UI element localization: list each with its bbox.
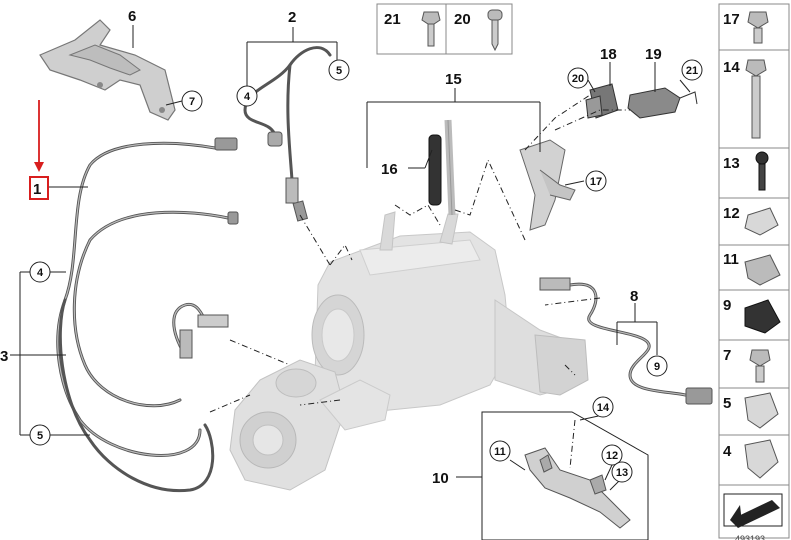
callout-5-top: 5 <box>336 65 342 77</box>
leader-lines <box>10 25 691 478</box>
diesel-particulate-filter <box>311 211 589 413</box>
side-label-17: 17 <box>723 11 740 28</box>
callout-18: 18 <box>600 46 617 63</box>
side-label-14: 14 <box>723 59 740 76</box>
side-panel <box>718 3 790 539</box>
callout-4-left: 4 <box>37 267 44 279</box>
fastener-box <box>376 3 513 55</box>
turbo-sensor-pipe <box>172 302 229 359</box>
callout-5-left: 5 <box>37 430 43 442</box>
wiring-harness-1 <box>56 137 239 493</box>
side-label-9: 9 <box>723 297 731 314</box>
pressure-sensor-18 <box>585 83 619 119</box>
callout-12: 12 <box>606 450 618 462</box>
turbocharger <box>229 359 391 491</box>
side-label-13: 13 <box>723 155 740 172</box>
top-box-label-21: 21 <box>384 11 401 28</box>
callout-2: 2 <box>288 9 296 26</box>
hose-16 <box>428 119 456 216</box>
top-box-label-20: 20 <box>454 11 471 28</box>
side-label-11: 11 <box>723 251 739 268</box>
callout-9: 9 <box>654 361 660 373</box>
pipe-bracket-17 <box>519 139 576 231</box>
sensor-2 <box>243 46 332 222</box>
callout-6: 6 <box>128 8 136 25</box>
callout-8: 8 <box>630 288 638 305</box>
callout-15: 15 <box>445 71 462 88</box>
bracket-6 <box>39 19 176 121</box>
circled-callouts: 4 5 4 5 7 9 11 12 13 14 17 20 21 <box>29 59 703 483</box>
callout-11: 11 <box>494 446 506 458</box>
callout-3: 3 <box>0 348 8 365</box>
side-label-12: 12 <box>723 205 740 222</box>
callout-14: 14 <box>597 402 610 414</box>
callout-4-top: 4 <box>244 91 251 103</box>
side-label-7: 7 <box>723 347 731 364</box>
callout-1: 1 <box>33 181 41 198</box>
callout-16: 16 <box>381 161 398 178</box>
assembly-lines <box>209 94 630 469</box>
callout-7: 7 <box>189 96 195 108</box>
callout-13: 13 <box>616 467 628 479</box>
image-number: 493193 <box>735 534 765 540</box>
callout-19: 19 <box>645 46 662 63</box>
side-label-5: 5 <box>723 395 731 412</box>
pressure-sensor-19 <box>627 87 698 119</box>
inset-box-10 <box>481 411 649 540</box>
callout-17: 17 <box>590 176 602 188</box>
callout-10: 10 <box>432 470 449 487</box>
callout-20: 20 <box>572 73 584 85</box>
sensor-8 <box>539 277 713 405</box>
side-label-4: 4 <box>723 443 732 460</box>
highlight-arrow <box>29 100 49 200</box>
callout-21: 21 <box>686 65 698 77</box>
